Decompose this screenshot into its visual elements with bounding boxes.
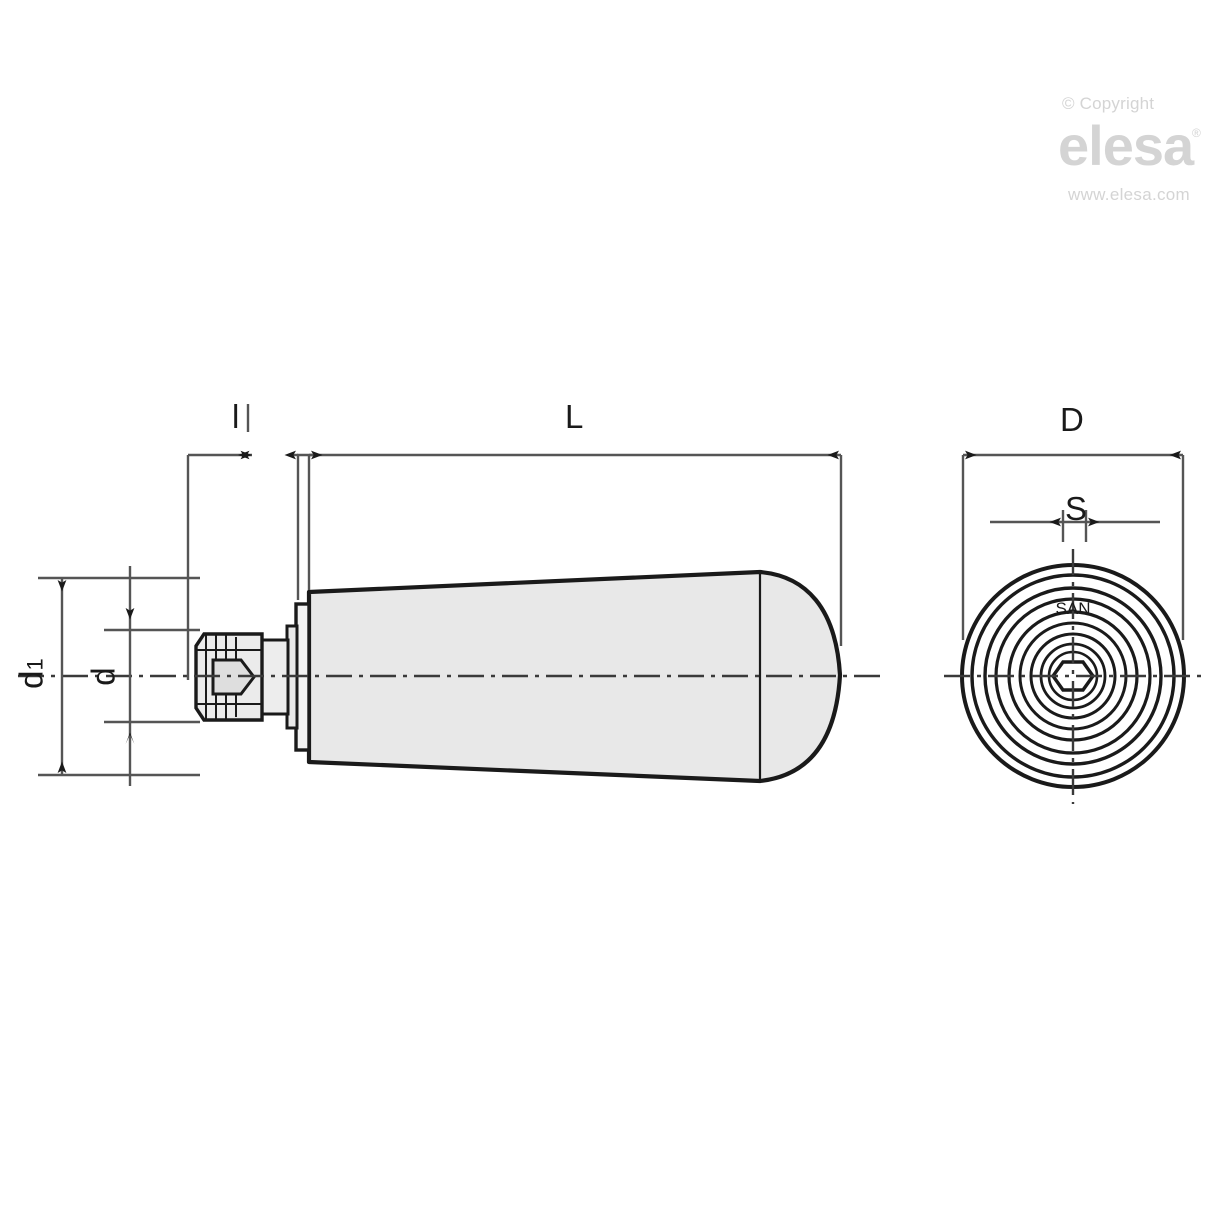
dimension-label-l: l: [232, 398, 240, 435]
brand-logo-text: elesa: [1058, 114, 1194, 177]
brand-website-text: www.elesa.com: [1068, 185, 1190, 204]
registered-trademark-icon: ®: [1192, 126, 1201, 140]
arrow-d-top: [125, 608, 135, 620]
arrow-D-left: [965, 450, 977, 460]
side-view-group: [18, 569, 880, 784]
material-mark-text: SAN: [1056, 599, 1091, 618]
arrow-S-left: [1049, 517, 1061, 527]
arrow-L-right: [827, 450, 839, 460]
dimension-label-D: D: [1060, 401, 1084, 438]
arrow-l-right: [284, 450, 296, 460]
hex-socket-side: [211, 658, 256, 696]
arrow-S-right: [1088, 517, 1100, 527]
end-view-dimensions: [961, 450, 1185, 640]
arrow-d1-bottom: [57, 761, 67, 773]
dimension-label-d1-subscript: 1: [22, 658, 48, 671]
dimension-label-d1-base: d: [12, 670, 50, 689]
ring-3: [983, 586, 1163, 766]
arrow-D-right: [1169, 450, 1181, 460]
arrow-L-left: [311, 450, 323, 460]
side-view-dimensions: [38, 404, 843, 786]
handle-outline: [306, 569, 843, 784]
arrow-d1-top: [57, 580, 67, 592]
end-view-group: SAN: [944, 549, 1202, 804]
copyright-notice: © Copyright: [1062, 94, 1155, 113]
dimension-label-L: L: [565, 398, 584, 435]
handle-body: [306, 569, 843, 784]
dimension-label-d1: d1: [12, 654, 52, 694]
dimension-label-S: S: [1065, 490, 1088, 527]
dimension-label-d: d: [84, 667, 122, 686]
